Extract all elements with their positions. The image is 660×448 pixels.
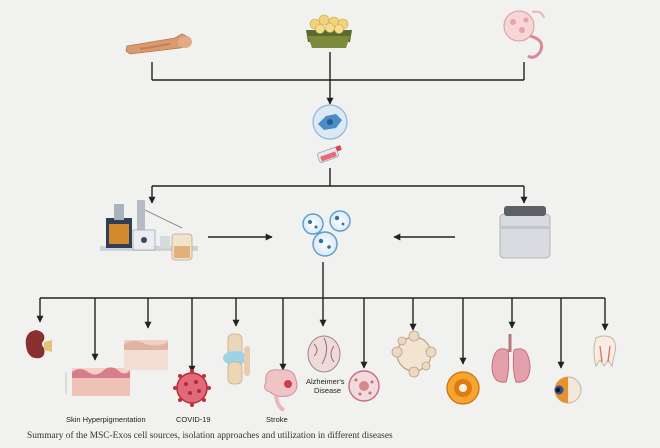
eye-icon-1 [446,371,480,405]
umbilical-placenta-icon [503,10,545,59]
isolation-connectors [148,168,528,241]
alzheimers-brain-icon [307,335,341,373]
skin-hyperpigmentation-icon [65,367,130,396]
lungs-icon [491,334,531,383]
figure-caption: Summary of the MSC-Exos cell sources, is… [27,431,393,441]
msc-cell-icon [312,104,348,140]
covid19-virus-icon [173,369,211,407]
exosomes-icon [302,210,351,257]
source-connectors [151,52,525,105]
kidney-icon [25,330,52,359]
bone-icon [125,33,192,55]
ultracentrifuge-equipment-icon [100,200,198,261]
eye-icon-2 [554,376,582,404]
centrifuge-machine-icon [499,206,551,259]
label-stroke: Stroke [266,415,288,424]
skin-tissue-icon [124,340,168,370]
knee-joint-icon [223,333,250,385]
label-skin-hyperpigmentation: Skin Hyperpigmentation [66,415,146,424]
label-alzheimers-line2: Disease [314,386,342,395]
cell-icon-1 [348,370,380,402]
stroke-brain-icon [264,369,298,412]
culture-flask-icon [317,145,342,163]
cell-icon-2 [391,330,437,378]
tooth-icon [593,335,617,368]
adipose-tissue-icon [306,14,352,48]
disease-connectors [36,262,609,373]
label-alzheimers-line1: Alzheimer's [306,377,345,386]
label-covid19: COVID-19 [176,415,211,424]
